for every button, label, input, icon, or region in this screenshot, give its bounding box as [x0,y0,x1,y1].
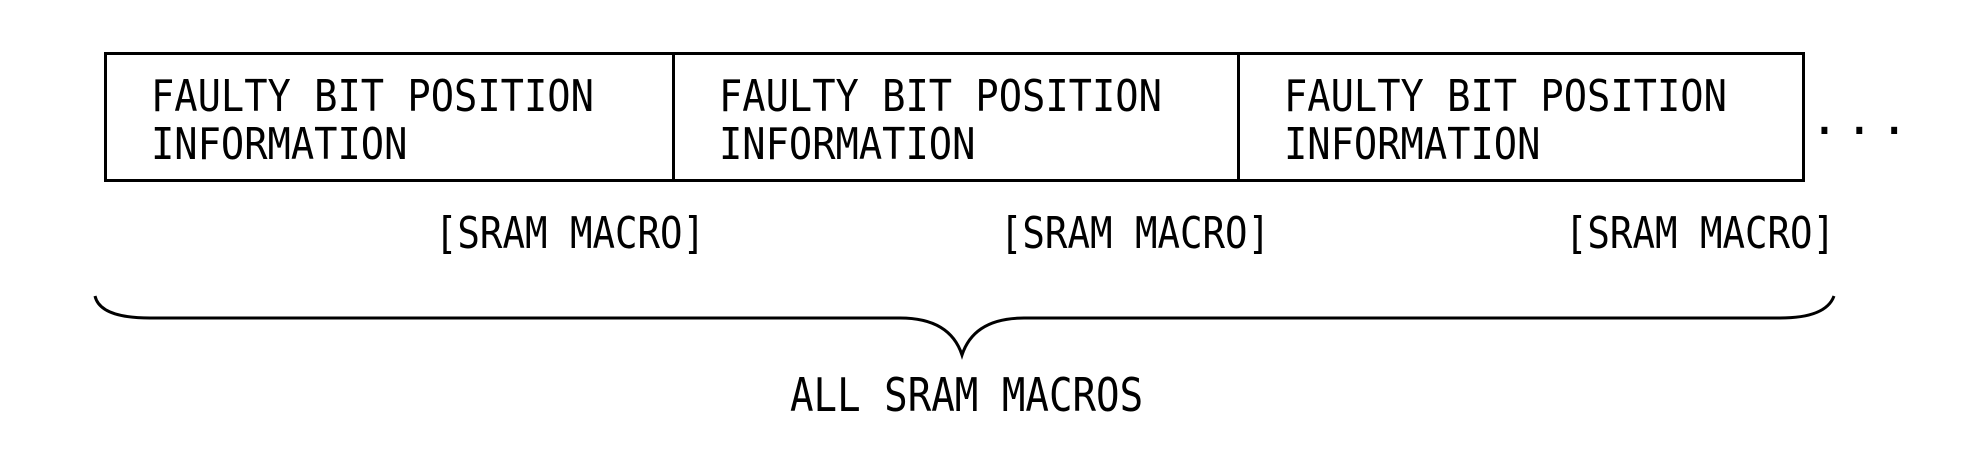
brace-path [95,296,1834,355]
all-sram-macros-label: ALL SRAM MACROS [790,368,1130,422]
